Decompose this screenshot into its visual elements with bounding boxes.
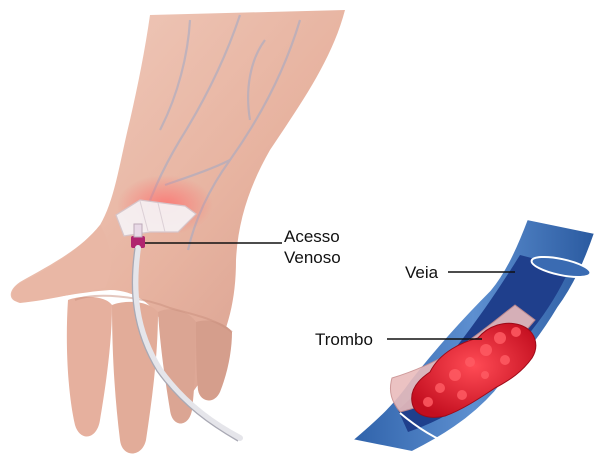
finger-index	[67, 297, 112, 437]
label-thrombus: Trombo	[315, 330, 373, 349]
vein-cross-section-illustration	[352, 219, 595, 452]
label-access-line2: Venoso	[284, 248, 341, 267]
label-access-line1: Acesso	[284, 227, 340, 246]
thumb	[12, 225, 111, 303]
finger-little	[196, 320, 232, 400]
finger-middle	[112, 302, 158, 454]
label-vein: Veia	[405, 263, 439, 282]
